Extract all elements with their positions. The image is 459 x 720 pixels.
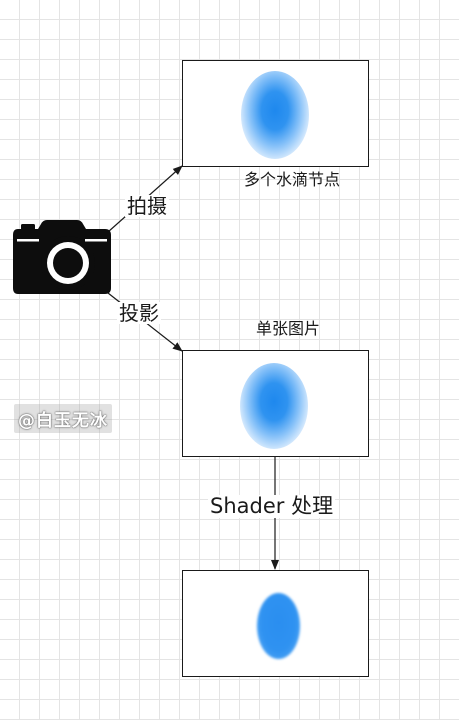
single-image-label: 单张图片: [256, 319, 321, 338]
single-image-box: [182, 350, 369, 457]
droplet-blob-sharp: [257, 593, 300, 659]
shader-processing-label: Shader 处理: [208, 494, 336, 518]
capture-label: 拍摄: [125, 194, 169, 218]
projection-label: 投影: [117, 301, 161, 325]
watermark: @白玉无冰: [14, 404, 112, 433]
camera-icon: [13, 220, 111, 294]
shader-output-box: [182, 570, 369, 677]
droplet-blob-blurry: [241, 71, 309, 159]
droplet-nodes-label: 多个水滴节点: [244, 170, 341, 189]
droplet-nodes-box: [182, 60, 369, 167]
image-blob-blurry: [240, 363, 308, 449]
